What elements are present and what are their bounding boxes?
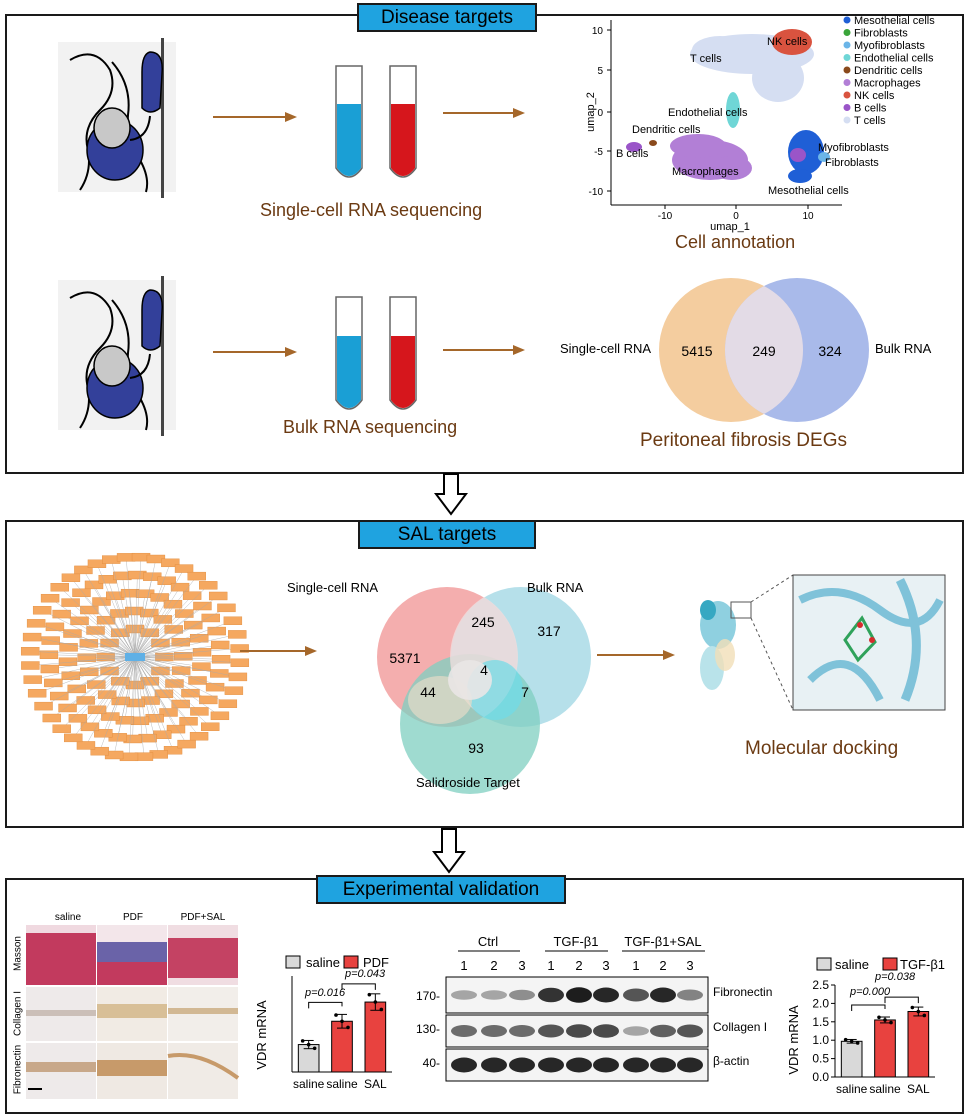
histo-row-label: Masson — [12, 936, 24, 972]
validation-title: Experimental validation — [316, 875, 566, 904]
histo-col-label: saline — [54, 912, 82, 923]
disease-targets-title: Disease targets — [357, 3, 537, 32]
bulk-caption: Bulk RNA sequencing — [283, 417, 458, 437]
histo-row-label: Fibronectin — [12, 1044, 24, 1095]
venn-caption: Peritoneal fibrosis DEGs — [640, 430, 847, 451]
docking-caption: Molecular docking — [745, 738, 899, 759]
cell-annotation-caption: Cell annotation — [675, 232, 796, 252]
disease-targets-panel — [5, 14, 964, 474]
histo-col-label: PDF — [123, 912, 143, 923]
scrna-caption: Single-cell RNA sequencing — [260, 200, 483, 220]
histo-row-label: Collagen I — [12, 990, 24, 1037]
histo-col-label: PDF+SAL — [180, 912, 226, 923]
sal-targets-title: SAL targets — [358, 520, 536, 549]
sal-targets-panel — [5, 520, 964, 828]
